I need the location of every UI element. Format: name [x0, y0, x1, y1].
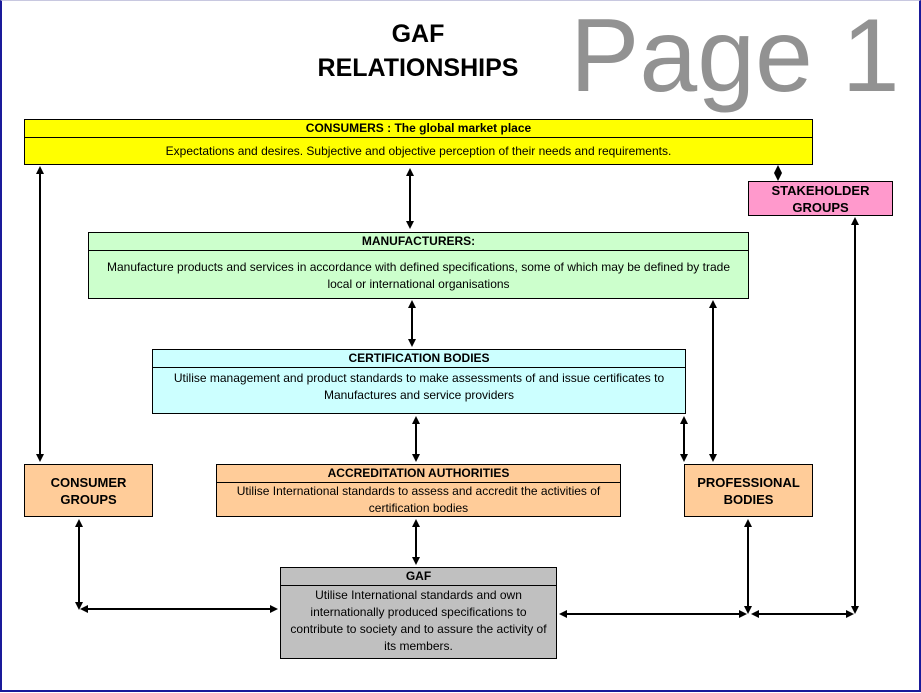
certification-header: CERTIFICATION BODIES [153, 350, 685, 368]
diagram-title-line2: RELATIONSHIPS [317, 54, 519, 82]
accreditation-box: ACCREDITATION AUTHORITIES Utilise Intern… [216, 464, 621, 517]
certification-bodies-box: CERTIFICATION BODIES Utilise management … [152, 349, 686, 414]
gaf-header: GAF [281, 568, 556, 586]
accreditation-body: Utilise International standards to asses… [236, 484, 601, 515]
consumers-header: CONSUMERS : The global market place [25, 120, 812, 138]
manufacturers-header: MANUFACTURERS: [89, 233, 748, 251]
consumer-groups-box: CONSUMER GROUPS [24, 464, 153, 517]
consumers-box: CONSUMERS : The global market place Expe… [24, 119, 813, 165]
professional-bodies-box: PROFESSIONAL BODIES [684, 464, 813, 517]
consumer-groups-label: CONSUMER GROUPS [50, 474, 127, 507]
stakeholder-groups-label: STAKEHOLDER GROUPS [771, 182, 870, 215]
professional-bodies-label: PROFESSIONAL BODIES [697, 474, 800, 507]
accreditation-header: ACCREDITATION AUTHORITIES [217, 465, 620, 483]
certification-body: Utilise management and product standards… [173, 371, 665, 402]
manufacturers-body: Manufacture products and services in acc… [106, 260, 730, 291]
manufacturers-box: MANUFACTURERS: Manufacture products and … [88, 232, 749, 299]
stakeholder-groups-box: STAKEHOLDER GROUPS [748, 181, 893, 216]
consumers-body: Expectations and desires. Subjective and… [165, 144, 672, 158]
gaf-box: GAF Utilise International standards and … [280, 567, 557, 659]
gaf-body: Utilise International standards and own … [290, 588, 547, 653]
diagram-title-line1: GAF [391, 20, 445, 48]
